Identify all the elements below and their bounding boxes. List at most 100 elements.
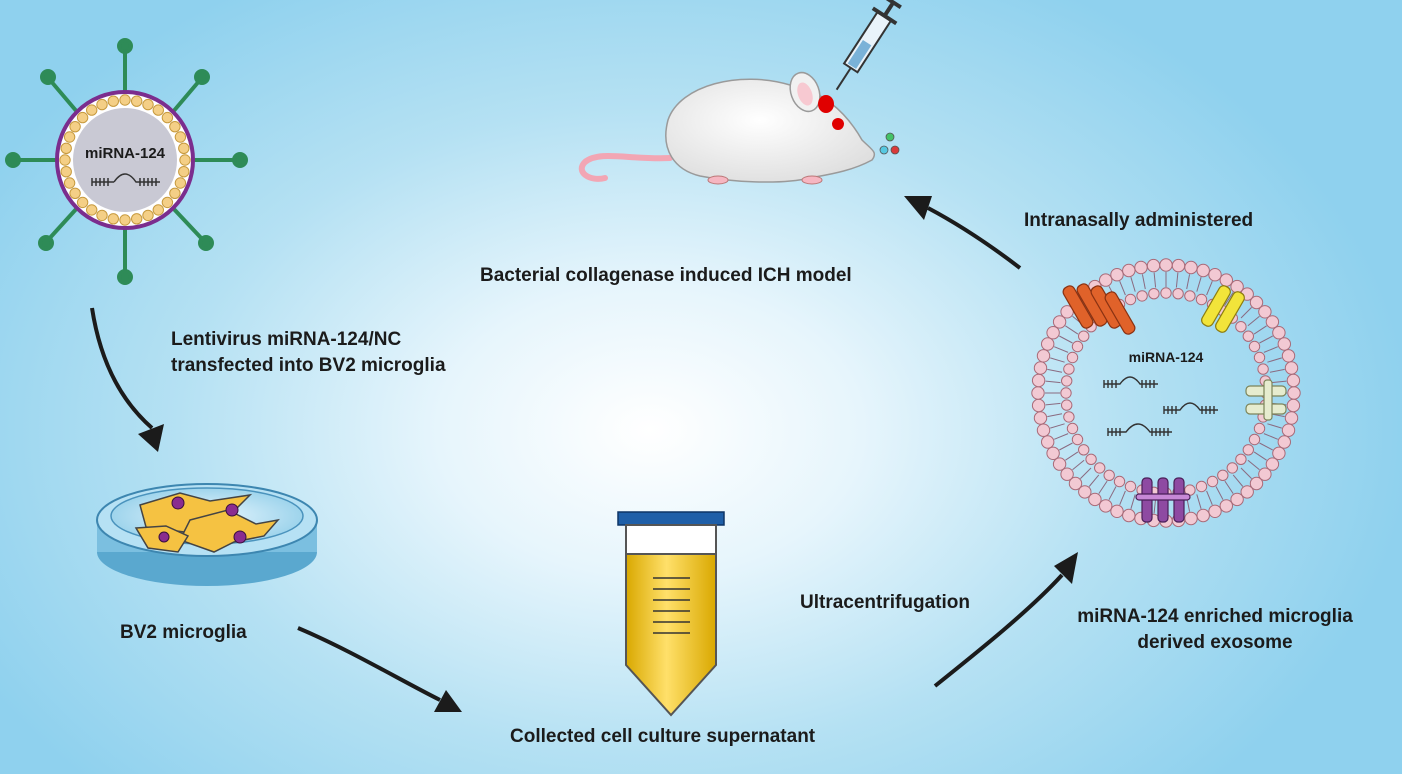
exoInner-bead [1136, 290, 1148, 302]
lipid-tail [1196, 494, 1202, 509]
exoInner-bead [1061, 399, 1073, 411]
exoOuter-bead [1284, 411, 1299, 425]
virusBeads-bead [178, 166, 190, 178]
virusBeads-bead [60, 142, 72, 155]
lipid-tail [1108, 486, 1117, 500]
intranasal-droplets [879, 132, 900, 155]
lipid-tail [1271, 380, 1287, 384]
exosome-inner-lipids [1045, 272, 1287, 514]
ultracentrifugation-label: Ultracentrifugation [800, 592, 970, 613]
lipid-tail [1088, 474, 1100, 487]
exoOuter-bead [1281, 423, 1296, 437]
lipid-tail [1240, 307, 1252, 319]
lipid-tail [1059, 442, 1073, 451]
arrow-dish-to-tube [297, 626, 462, 712]
exoInner-bead [1078, 330, 1090, 342]
exoInner-bead [1172, 288, 1184, 300]
mouse-eye [832, 118, 844, 130]
exoInner-bead [1195, 293, 1208, 306]
exoOuter-bead [1286, 398, 1301, 413]
lentivirus-mirna-label: miRNA-124 [85, 145, 166, 162]
virusBeads-bead [142, 98, 154, 111]
exoOuter-bead [1031, 398, 1046, 413]
lipid-tail [1247, 459, 1260, 471]
lipid-tail [1141, 274, 1146, 290]
exoOuter-bead [1219, 273, 1234, 287]
intranasal-label: Intranasally administered [1024, 210, 1254, 231]
lipid-tail [1267, 357, 1282, 363]
lipid-tail [1045, 380, 1061, 384]
virusBeads-bead [107, 213, 120, 225]
lipid-tail [1206, 490, 1213, 505]
lipid-tail [1047, 413, 1063, 418]
membrane-protein-orange [1062, 283, 1136, 335]
exoOuter-bead [1159, 258, 1173, 272]
exoInner-bead [1071, 340, 1084, 353]
virusBeads-bead [107, 95, 120, 107]
exoInner-bead [1061, 375, 1073, 387]
exoOuter-bead [1122, 263, 1136, 278]
exoInner-bead [1078, 444, 1090, 456]
exoOuter-bead [1031, 386, 1045, 400]
collected-supernatant-label: Collected cell culture supernatant [510, 726, 816, 747]
exoOuter-bead [1110, 268, 1124, 282]
lipid-tail [1065, 451, 1079, 461]
exoInner-bead [1242, 330, 1255, 342]
exoOuter-bead [1041, 337, 1055, 351]
mouse-body [665, 78, 876, 183]
exoInner-bead [1094, 462, 1106, 474]
exoOuter-bead [1031, 373, 1046, 388]
exoInner-bead [1235, 453, 1247, 465]
mouse-icon [578, 71, 900, 185]
virusBeads-bead [179, 154, 191, 166]
lipid-tail [1263, 433, 1278, 440]
exoOuter-bead [1052, 457, 1067, 471]
exoOuter-bead [1146, 258, 1161, 273]
exoInner-bead [1066, 351, 1079, 364]
virusBeads-bead [69, 121, 81, 133]
exoInner-bead [1253, 351, 1266, 364]
lentivirus-caption-line1: Lentivirus miRNA-124/NC [171, 329, 402, 350]
lentivirus-caption-line2: transfected into BV2 microglia [171, 355, 446, 376]
lipid-tail [1054, 433, 1069, 440]
lentivirus-icon: miRNA-124 [5, 38, 248, 285]
lipid-tail [1054, 346, 1069, 353]
virusBeads-bead [96, 98, 108, 111]
lipid-tail [1098, 480, 1108, 494]
arrow-virus-to-dish [90, 307, 164, 452]
virusBeads-bead [76, 111, 89, 124]
lipid-tail [1153, 498, 1157, 514]
membrane-protein-purple [1135, 477, 1191, 523]
virusBeads-bead [86, 204, 98, 216]
exoOuter-bead [1041, 435, 1055, 449]
exoOuter-bead [1036, 349, 1051, 363]
lipid-tail [1130, 494, 1136, 509]
exoOuter-bead [1281, 349, 1296, 363]
exoInner-bead [1160, 287, 1172, 299]
lipid-tail [1186, 274, 1191, 290]
lipid-tail [1119, 281, 1126, 296]
exoOuter-bead [1272, 446, 1286, 460]
exoInner-bead [1206, 475, 1219, 488]
exosome-rna-strands [1103, 376, 1218, 436]
lipid-tail [1175, 272, 1179, 288]
virusBeads-bead [131, 95, 143, 107]
virusBeads-bead [174, 131, 187, 143]
exoOuter-bead [1068, 476, 1083, 491]
exoInner-bead [1148, 288, 1160, 300]
exoOuter-bead [1249, 476, 1264, 491]
lipid-tail [1240, 467, 1252, 479]
centrifuge-tube-icon [617, 511, 725, 717]
exoOuter-bead [1277, 435, 1292, 449]
exoOuter-bead [1033, 361, 1048, 375]
exoInner-bead [1063, 363, 1075, 375]
exoInner-bead [1060, 387, 1072, 399]
exoOuter-bead [1046, 446, 1060, 460]
exoOuter-bead [1078, 485, 1092, 499]
virusBeads-bead [63, 177, 76, 189]
lipid-tail [1224, 292, 1234, 306]
exoInner-bead [1235, 321, 1247, 333]
virusBeads-bead [174, 177, 187, 189]
lipid-tail [1153, 272, 1157, 288]
